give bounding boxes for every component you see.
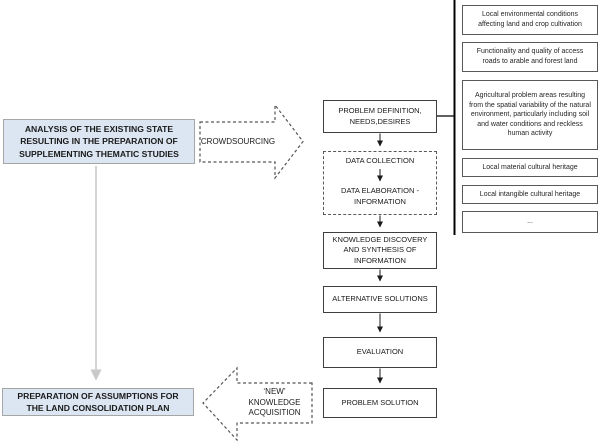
crowdsourcing-label: CROWDSOURCING — [200, 136, 276, 146]
analysis-existing-state-label: ANALYSIS OF THE EXISTING STATE RESULTING… — [19, 123, 179, 159]
preparation-assumptions-label: PREPARATION OF ASSUMPTIONS FOR THE LAND … — [17, 390, 179, 413]
right-panel-item-ellipsis: ... — [462, 211, 598, 233]
evaluation-box: EVALUATION — [323, 337, 437, 368]
crowdsourcing-block-arrow — [199, 103, 304, 180]
right-panel-item-label: Functionality and quality of access road… — [476, 48, 584, 65]
right-panel-item-material-heritage: Local material cultural heritage — [462, 158, 598, 177]
right-panel-item-label: Local material cultural heritage — [482, 163, 578, 171]
right-panel-item-label: Local environmental conditions affecting… — [478, 11, 582, 28]
alternative-solutions-box: ALTERNATIVE SOLUTIONS — [323, 286, 437, 313]
evaluation-label: EVALUATION — [356, 347, 404, 357]
data-phase-dashed-box — [323, 151, 437, 215]
new-knowledge-block-arrow — [202, 366, 313, 441]
problem-definition-box: PROBLEM DEFINITION, NEEDS,DESIRES — [323, 100, 437, 133]
data-collection-label: DATA COLLECTION — [345, 156, 415, 165]
right-panel-item-access-roads: Functionality and quality of access road… — [462, 42, 598, 72]
new-knowledge-label: ‘NEW’ KNOWLEDGE ACQUISITION — [248, 387, 301, 418]
right-panel-item-agricultural-problems: Agricultural problem areas resulting fro… — [462, 80, 598, 150]
problem-definition-label: PROBLEM DEFINITION, NEEDS,DESIRES — [338, 106, 422, 126]
right-panel-item-intangible-heritage: Local intangible cultural heritage — [462, 185, 598, 204]
knowledge-discovery-box: KNOWLEDGE DISCOVERY AND SYNTHESIS OF INF… — [323, 232, 437, 269]
right-panel-item-label: Agricultural problem areas resulting fro… — [469, 91, 591, 138]
problem-solution-box: PROBLEM SOLUTION — [323, 388, 437, 418]
right-panel-item-label: ... — [527, 218, 533, 226]
right-panel-item-environmental: Local environmental conditions affecting… — [462, 5, 598, 35]
right-panel-item-label: Local intangible cultural heritage — [479, 190, 581, 198]
preparation-assumptions-box: PREPARATION OF ASSUMPTIONS FOR THE LAND … — [2, 388, 194, 416]
data-elaboration-label: DATA ELABORATION - INFORMATION — [341, 186, 419, 206]
problem-solution-label: PROBLEM SOLUTION — [341, 397, 419, 407]
analysis-existing-state-box: ANALYSIS OF THE EXISTING STATE RESULTING… — [3, 119, 195, 164]
knowledge-discovery-label: KNOWLEDGE DISCOVERY AND SYNTHESIS OF INF… — [332, 234, 428, 265]
alternative-solutions-label: ALTERNATIVE SOLUTIONS — [332, 294, 428, 304]
